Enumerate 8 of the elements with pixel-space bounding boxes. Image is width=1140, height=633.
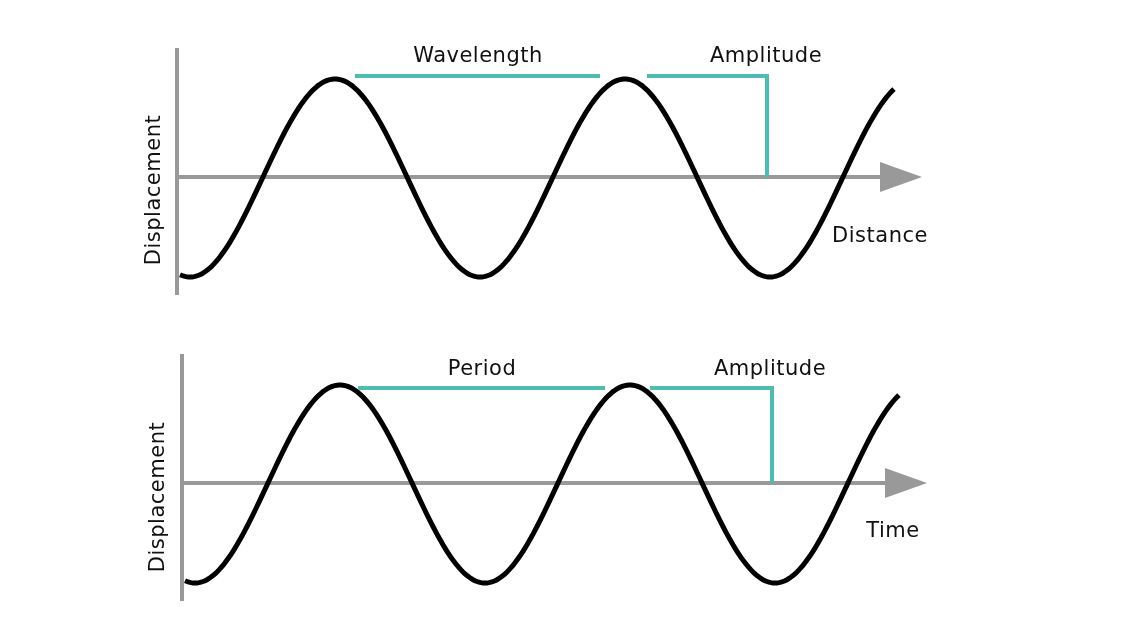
- axis-label: Displacement: [142, 114, 164, 266]
- dimension-label: Period: [447, 357, 517, 379]
- dimension-label: Wavelength: [413, 44, 543, 66]
- axis-label: Distance: [832, 224, 928, 246]
- axis-label: Time: [866, 519, 920, 541]
- dimension-label: Amplitude: [713, 357, 827, 379]
- dimension-label: Amplitude: [709, 44, 823, 66]
- axis-label: Displacement: [146, 421, 168, 573]
